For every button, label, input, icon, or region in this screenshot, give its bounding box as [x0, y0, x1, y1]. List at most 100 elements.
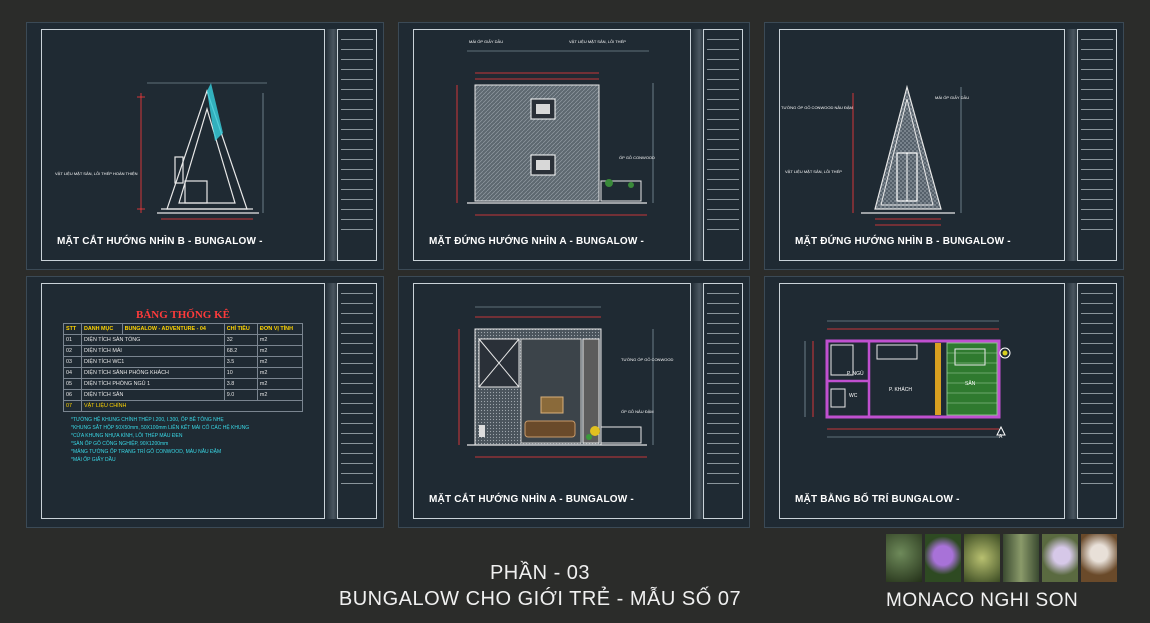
- sheet-frame: [41, 29, 325, 261]
- svg-text:ỐP GỖ NÂU ĐẬM: ỐP GỖ NÂU ĐẬM: [621, 409, 654, 414]
- elevation-b-drawing: TƯỜNG ỐP GỖ CONWOOD NÂU ĐẬM VẬT LIỆU MẶT…: [781, 84, 969, 226]
- header-cell: DANH MỤC: [80, 323, 123, 335]
- cell: m2: [256, 356, 304, 368]
- svg-text:VẬT LIỆU MẶT SÂN, LỖI THÉP HOÀ: VẬT LIỆU MẶT SÂN, LỖI THÉP HOÀN THIỆN: [55, 171, 138, 176]
- svg-text:A: A: [999, 434, 1003, 440]
- flower-photo: [1042, 534, 1078, 582]
- plant-photo: [886, 534, 922, 582]
- svg-text:VẬT LIỆU MẶT SÂN, LỖI THÉP: VẬT LIỆU MẶT SÂN, LỖI THÉP: [569, 39, 626, 44]
- cell: 9.0: [223, 389, 258, 401]
- drawing-sheet-elevation-a: MÁI ỐP GIẤY DẦU VẬT LIỆU MẶT SÂN, LỖI TH…: [398, 22, 750, 270]
- materials-notes: *TƯỜNG HỆ KHUNG CHÍNH THÉP I.200, I.300,…: [63, 416, 303, 464]
- sheet-border-ornament: [1065, 283, 1079, 519]
- cell: DIỆN TÍCH SÂN: [80, 389, 225, 401]
- svg-text:ỐP GỖ CONWOOD: ỐP GỖ CONWOOD: [619, 155, 655, 160]
- statistics-table-panel: BẢNG THỐNG KÊ STT DANH MỤC BUNGALOW - AD…: [63, 309, 304, 464]
- svg-text:MÁI ỐP GIẤY DẦU: MÁI ỐP GIẤY DẦU: [469, 39, 503, 44]
- forest-photo: [1003, 534, 1039, 582]
- sheet-border-ornament: [691, 29, 705, 261]
- svg-text:MÁI ỐP GIẤY DẦU: MÁI ỐP GIẤY DẦU: [935, 95, 969, 100]
- drawing-sheet-section-a: TƯỜNG ỐP GỖ CONWOOD ỐP GỖ NÂU ĐẬM MẶT CẮ…: [398, 276, 750, 528]
- elevation-a-drawing: MÁI ỐP GIẤY DẦU VẬT LIỆU MẶT SÂN, LỖI TH…: [456, 39, 655, 216]
- note-line: *TƯỜNG HỆ KHUNG CHÍNH THÉP I.200, I.300,…: [71, 417, 224, 423]
- cell: 68.2: [223, 345, 258, 357]
- section-a-drawing: TƯỜNG ỐP GỖ CONWOOD ỐP GỖ NÂU ĐẬM: [458, 306, 673, 458]
- title-block: [337, 29, 377, 261]
- cell: 03: [63, 356, 82, 368]
- sheet-frame: [779, 283, 1065, 519]
- sheet-frame: [41, 283, 325, 519]
- note-line: *SÀN ỐP GỖ CÔNG NGHIỆP, 90X1200mm: [71, 441, 169, 447]
- flower-photo: [925, 534, 961, 582]
- mushroom-photo: [1081, 534, 1117, 582]
- header-cell: CHỈ TIÊU: [223, 323, 258, 335]
- brand-block: MONACO NGHI SON: [886, 534, 1126, 612]
- header-cell: ĐƠN VỊ TÍNH: [256, 323, 304, 335]
- cell: VẬT LIỆU CHÍNH: [80, 400, 304, 412]
- sheet-border-ornament: [691, 283, 705, 519]
- svg-text:TƯỜNG ỐP GỖ CONWOOD NÂU ĐẬM: TƯỜNG ỐP GỖ CONWOOD NÂU ĐẬM: [781, 105, 853, 110]
- sheet-border-ornament: [1065, 29, 1079, 261]
- sheet-caption: MẶT ĐỨNG HƯỚNG NHÌN B - BUNGALOW -: [795, 236, 1011, 247]
- cell: m2: [256, 334, 304, 346]
- sheet-border-ornament: [325, 283, 339, 519]
- design-title: BUNGALOW CHO GIỚI TRẺ - MẪU SỐ 07: [338, 588, 742, 610]
- cell: 02: [63, 345, 82, 357]
- cell: 06: [63, 389, 82, 401]
- room-label-deck: SÂN: [965, 380, 976, 387]
- cell: DIỆN TÍCH SÀN TỔNG: [80, 334, 225, 346]
- svg-text:VẬT LIỆU MẶT SÂN, LỖI THÉP: VẬT LIỆU MẶT SÂN, LỖI THÉP: [785, 169, 842, 174]
- cell: 04: [63, 367, 82, 379]
- header-cell: BUNGALOW - ADVENTURE - 04: [121, 323, 225, 335]
- note-line: *KHUNG SẮT HỘP 50X50mm, 50X100mm LIÊN KẾ…: [71, 425, 250, 431]
- drawing-sheet-section-b: VẬT LIỆU MẶT SÂN, LỖI THÉP HOÀN THIỆN MẶ…: [26, 22, 384, 270]
- svg-text:TƯỜNG ỐP GỖ CONWOOD: TƯỜNG ỐP GỖ CONWOOD: [621, 357, 673, 362]
- drawing-sheet-statistics: BẢNG THỐNG KÊ STT DANH MỤC BUNGALOW - AD…: [26, 276, 384, 528]
- title-block: [1077, 283, 1117, 519]
- cell: m2: [256, 367, 304, 379]
- sheet-caption: MẶT BẰNG BỐ TRÍ BUNGALOW -: [795, 494, 960, 505]
- note-line: *CỬA KHUNG NHỰA KÍNH, LỖI THÉP MÀU ĐEN: [71, 433, 183, 439]
- table-header-row: STT DANH MỤC BUNGALOW - ADVENTURE - 04 C…: [63, 323, 304, 335]
- sheet-frame: [413, 29, 691, 261]
- title-block: [703, 29, 743, 261]
- statistics-title: BẢNG THỐNG KÊ: [136, 309, 230, 321]
- cell: 32: [223, 334, 258, 346]
- section-number: PHẦN - 03: [489, 562, 591, 584]
- sheet-caption: MẶT CẮT HƯỚNG NHÌN A - BUNGALOW -: [429, 494, 634, 505]
- title-block: [703, 283, 743, 519]
- room-label-living: P. KHÁCH: [889, 386, 912, 393]
- sheet-border-ornament: [325, 29, 339, 261]
- cell: m2: [256, 378, 304, 390]
- room-label-wc: WC: [849, 393, 858, 399]
- cell: m2: [256, 389, 304, 401]
- drawing-sheet-floor-plan: A P. NGỦ P. KHÁCH WC SÂN MẶT BẰNG BỐ TRÍ…: [764, 276, 1124, 528]
- sheet-frame: [413, 283, 691, 519]
- header-cell: STT: [63, 323, 82, 335]
- cell: 3.8: [223, 378, 258, 390]
- note-line: *MÁI ỐP GIẤY DẦU: [71, 457, 116, 463]
- presentation-title: PHẦN - 03 BUNGALOW CHO GIỚI TRẺ - MẪU SỐ…: [240, 560, 840, 612]
- sheet-caption: MẶT CẮT HƯỚNG NHÌN B - BUNGALOW -: [57, 236, 263, 247]
- sheet-caption: MẶT ĐỨNG HƯỚNG NHÌN A - BUNGALOW -: [429, 236, 645, 247]
- drawing-sheet-elevation-b: TƯỜNG ỐP GỖ CONWOOD NÂU ĐẬM VẬT LIỆU MẶT…: [764, 22, 1124, 270]
- brand-name: MONACO NGHI SON: [886, 590, 1079, 611]
- room-label-bedroom: P. NGỦ: [847, 370, 864, 377]
- cell: DIỆN TÍCH MÁI: [80, 345, 225, 357]
- title-block: [1077, 29, 1117, 261]
- leaves-photo: [964, 534, 1000, 582]
- sheet-frame: [779, 29, 1065, 261]
- note-line: *MẢNG TƯỜNG ỐP TRANG TRÍ GỖ CONWOOD, MÀU…: [71, 449, 222, 455]
- cell: m2: [256, 345, 304, 357]
- cell: DIỆN TÍCH SẢNH PHÒNG KHÁCH: [80, 367, 225, 379]
- cell: 01: [63, 334, 82, 346]
- a-frame-section-drawing: VẬT LIỆU MẶT SÂN, LỖI THÉP HOÀN THIỆN: [55, 82, 267, 220]
- cell: 07: [63, 400, 82, 412]
- photo-strip: [886, 534, 1126, 582]
